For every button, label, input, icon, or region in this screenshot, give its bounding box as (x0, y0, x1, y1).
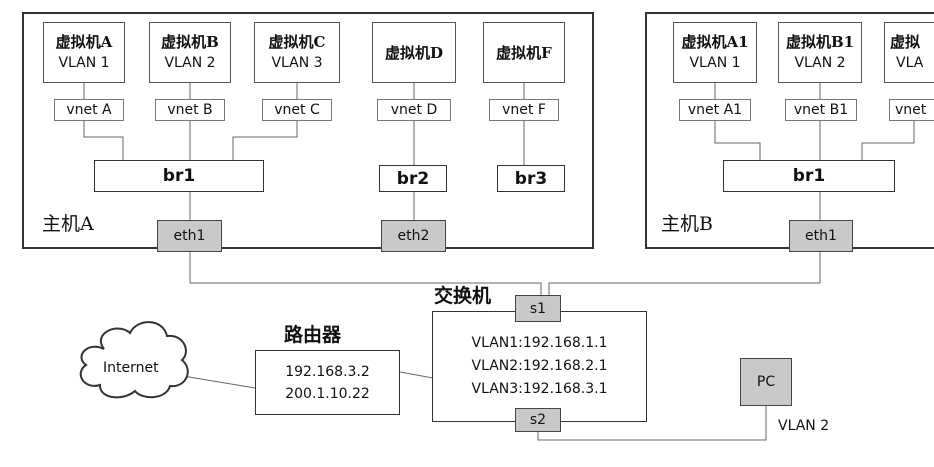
router-box[interactable]: 192.168.3.2 200.1.10.22 (255, 350, 400, 415)
vnet-b[interactable]: vnet B (155, 99, 225, 121)
vm-vlan: VLAN 1 (58, 55, 110, 71)
bridge-br2[interactable]: br2 (379, 165, 447, 192)
vm-name: 虚拟机B1 (785, 33, 855, 51)
vm-name: 虚拟机C (268, 33, 326, 51)
vm-a1[interactable]: 虚拟机A1 VLAN 1 (673, 22, 757, 83)
host-b-bridge-br1[interactable]: br1 (723, 160, 895, 192)
switch-port-s1[interactable]: s1 (515, 295, 561, 322)
vm-b1[interactable]: 虚拟机B1 VLAN 2 (778, 22, 862, 83)
router-title: 路由器 (284, 324, 342, 346)
vm-name: 虚拟机B (161, 33, 219, 51)
vnet-f[interactable]: vnet F (489, 99, 559, 121)
bridge-br1[interactable]: br1 (94, 160, 264, 192)
vm-c1-partial[interactable]: 虚拟 VLA (884, 22, 934, 83)
router-ip-1: 192.168.3.2 (285, 363, 370, 380)
pc-vlan-label: VLAN 2 (778, 418, 830, 434)
host-a-frame (22, 12, 594, 249)
vm-b[interactable]: 虚拟机B VLAN 2 (149, 22, 231, 83)
bridge-br3[interactable]: br3 (497, 165, 565, 192)
internet-label: Internet (103, 360, 159, 376)
vm-vlan: VLAN 1 (689, 55, 741, 71)
vm-vlan: VLAN 3 (271, 55, 323, 71)
vm-vlan: VLAN 2 (164, 55, 216, 71)
vm-f[interactable]: 虚拟机F (483, 22, 565, 83)
switch-title: 交换机 (434, 285, 492, 307)
switch-vlan-3: VLAN3:192.168.3.1 (471, 381, 608, 397)
switch-vlan-2: VLAN2:192.168.2.1 (471, 358, 608, 374)
vnet-c[interactable]: vnet C (262, 99, 332, 121)
host-b-label: 主机B (661, 213, 713, 235)
vnet-c1-partial[interactable]: vnet (889, 99, 934, 121)
nic-eth2[interactable]: eth2 (381, 220, 446, 252)
vm-vlan: VLA (896, 55, 924, 71)
vm-vlan: VLAN 2 (794, 55, 846, 71)
vnet-a1[interactable]: vnet A1 (679, 99, 751, 121)
switch-vlan-1: VLAN1:192.168.1.1 (471, 335, 608, 351)
nic-eth1[interactable]: eth1 (157, 220, 222, 252)
vm-c[interactable]: 虚拟机C VLAN 3 (254, 22, 340, 83)
vm-d[interactable]: 虚拟机D (372, 22, 456, 83)
switch-box[interactable]: VLAN1:192.168.1.1 VLAN2:192.168.2.1 VLAN… (432, 311, 647, 422)
router-ip-2: 200.1.10.22 (285, 385, 370, 402)
vnet-b1[interactable]: vnet B1 (785, 99, 857, 121)
host-a-label: 主机A (42, 213, 94, 235)
vnet-d[interactable]: vnet D (377, 99, 451, 121)
vm-name: 虚拟机A (55, 33, 113, 51)
switch-port-s2[interactable]: s2 (515, 408, 561, 432)
vm-a[interactable]: 虚拟机A VLAN 1 (43, 22, 125, 83)
pc-box[interactable]: PC (740, 358, 792, 406)
vm-name: 虚拟机D (384, 43, 443, 62)
host-b-nic-eth1[interactable]: eth1 (789, 220, 853, 252)
vm-name: 虚拟机A1 (681, 33, 749, 51)
vnet-a[interactable]: vnet A (54, 99, 124, 121)
internet-cloud (79, 321, 189, 399)
vm-name: 虚拟机F (496, 43, 552, 62)
vm-name: 虚拟 (890, 33, 921, 51)
